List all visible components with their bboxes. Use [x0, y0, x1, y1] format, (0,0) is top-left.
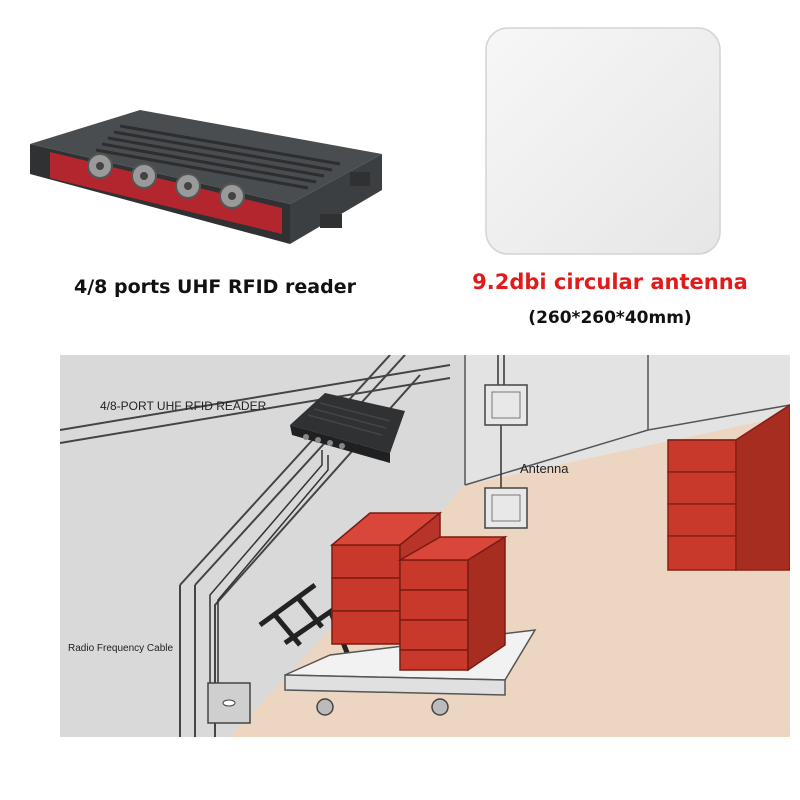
pallet-box-stack	[329, 511, 508, 672]
rfid-reader-image	[30, 110, 382, 244]
scene-antenna-1-icon	[484, 384, 528, 426]
scene-reader-icon	[290, 393, 405, 463]
scene-antenna-label: Antenna	[520, 461, 569, 476]
antenna-caption: 9.2dbi circular antenna	[472, 270, 748, 294]
installation-scene: 4/8-PORT UHF RFID READER Antenna Radio F…	[60, 355, 790, 737]
scene-cable-label: Radio Frequency Cable	[68, 643, 173, 654]
circular-antenna-image	[485, 27, 721, 255]
reader-caption: 4/8 ports UHF RFID reader	[74, 276, 356, 298]
scene-antenna-2-icon	[484, 487, 528, 529]
right-box-stack	[667, 404, 790, 571]
pallet-jack-handle	[258, 582, 353, 661]
scene-reader-label: 4/8-PORT UHF RFID READER	[100, 399, 267, 413]
antenna-size: (260*260*40mm)	[528, 308, 692, 328]
